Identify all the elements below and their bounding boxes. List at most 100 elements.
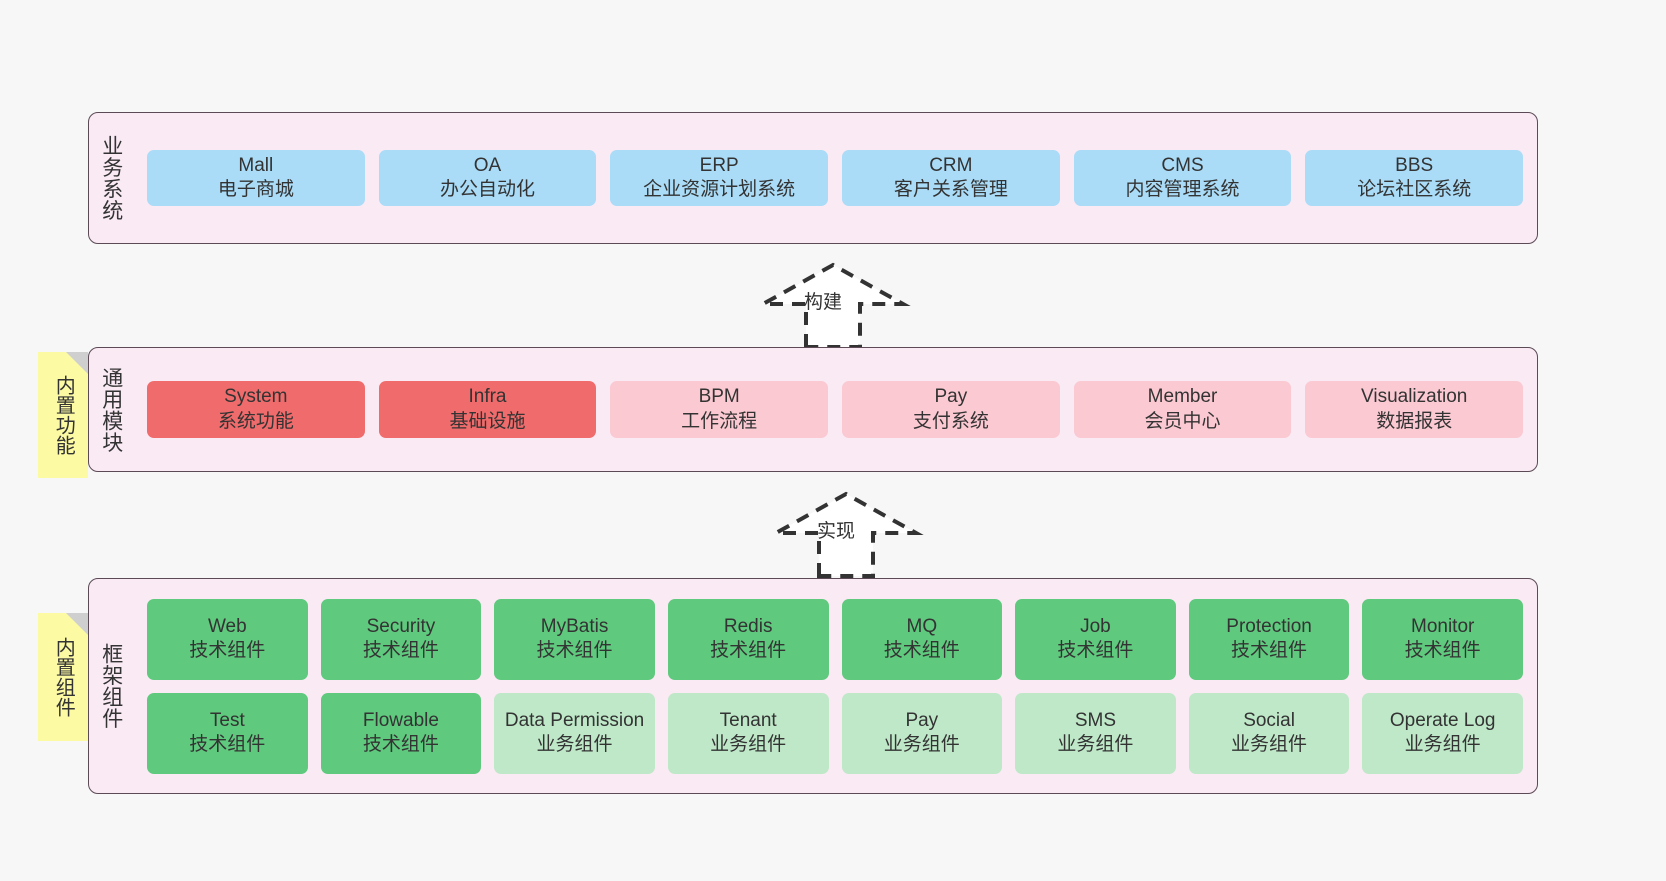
layer-body-common-module: System 系统功能 Infra 基础设施 BPM 工作流程 Pay 支付系统… [133, 348, 1537, 471]
module-card-en-label: Data Permission [504, 709, 645, 731]
module-card-cn-label: 会员中心 [1144, 410, 1221, 432]
module-card-en-label: System [224, 386, 288, 408]
card-row-business-components: Test 技术组件 Flowable 技术组件 Data Permission … [147, 692, 1523, 774]
module-card-cms[interactable]: CMS 内容管理系统 [1073, 149, 1292, 207]
layer-body-business-system: Mall 电子商城 OA 办公自动化 ERP 企业资源计划系统 CRM 客户关系… [133, 113, 1537, 243]
module-card-test[interactable]: Test 技术组件 [147, 692, 308, 774]
module-card-pay-business[interactable]: Pay 业务组件 [841, 692, 1003, 774]
module-card-en-label: CRM [929, 154, 973, 176]
module-card-cn-label: 企业资源计划系统 [643, 179, 796, 200]
implement-arrow-icon [768, 491, 924, 578]
module-card-en-label: Visualization [1361, 386, 1468, 408]
module-card-cn-label: 技术组件 [1057, 640, 1134, 661]
module-card-en-label: BBS [1395, 154, 1434, 176]
module-card-cn-label: 系统功能 [217, 410, 294, 432]
module-card-tenant[interactable]: Tenant 业务组件 [667, 692, 829, 774]
module-card-protection[interactable]: Protection 技术组件 [1188, 598, 1350, 680]
module-card-cn-label: 技术组件 [710, 640, 787, 661]
module-card-web[interactable]: Web 技术组件 [147, 598, 308, 680]
module-card-cn-label: 技术组件 [362, 734, 439, 755]
module-card-job[interactable]: Job 技术组件 [1015, 598, 1176, 680]
module-card-redis[interactable]: Redis 技术组件 [667, 598, 829, 680]
module-card-visualization[interactable]: Visualization 数据报表 [1305, 381, 1524, 438]
module-card-en-label: Tenant [719, 709, 777, 731]
module-card-cn-label: 业务组件 [883, 734, 960, 755]
card-row-technical-components: Web 技术组件 Security 技术组件 MyBatis 技术组件 Redi… [147, 598, 1523, 680]
module-card-en-label: Job [1080, 615, 1111, 637]
module-card-en-label: SMS [1074, 709, 1117, 731]
module-card-en-label: Redis [723, 615, 773, 637]
module-card-en-label: MQ [906, 615, 938, 637]
sticky-note-builtin-component: 内置组件 [38, 613, 88, 741]
note-fold-corner-icon [66, 613, 88, 635]
layer-title-framework-component: 框架组件 [99, 643, 123, 729]
layer-title-common-module: 通用模块 [99, 366, 123, 453]
module-card-flowable[interactable]: Flowable 技术组件 [320, 692, 482, 774]
module-card-en-label: Security [366, 615, 436, 637]
module-card-monitor[interactable]: Monitor 技术组件 [1362, 598, 1523, 680]
module-card-cn-label: 业务组件 [1057, 734, 1134, 755]
module-card-crm[interactable]: CRM 客户关系管理 [842, 149, 1060, 207]
connector-build: 构建 [755, 262, 911, 349]
module-card-mall[interactable]: Mall 电子商城 [147, 149, 365, 207]
module-card-cn-label: 技术组件 [189, 734, 266, 755]
module-card-en-label: Pay [934, 386, 968, 408]
layer-business-system: 业务系统 Mall 电子商城 OA 办公自动化 ERP 企业资源计划系统 CRM… [88, 112, 1538, 244]
module-card-erp[interactable]: ERP 企业资源计划系统 [610, 149, 829, 207]
module-card-cn-label: 技术组件 [1404, 640, 1481, 661]
module-card-bbs[interactable]: BBS 论坛社区系统 [1305, 149, 1524, 207]
module-card-en-label: CMS [1161, 154, 1204, 176]
module-card-bpm[interactable]: BPM 工作流程 [610, 381, 829, 438]
module-card-system[interactable]: System 系统功能 [147, 381, 365, 438]
module-card-en-label: BPM [698, 386, 740, 408]
module-card-operate-log[interactable]: Operate Log 业务组件 [1362, 692, 1523, 774]
module-card-cn-label: 技术组件 [883, 640, 960, 661]
module-card-en-label: Social [1243, 709, 1295, 731]
module-card-oa[interactable]: OA 办公自动化 [378, 149, 597, 207]
module-card-cn-label: 业务组件 [1231, 734, 1308, 755]
module-card-cn-label: 技术组件 [1231, 640, 1308, 661]
connector-implement: 实现 [768, 491, 924, 578]
module-card-cn-label: 电子商城 [217, 179, 294, 200]
module-card-mybatis[interactable]: MyBatis 技术组件 [494, 598, 655, 680]
module-card-cn-label: 论坛社区系统 [1357, 179, 1472, 200]
note-fold-corner-icon [66, 352, 88, 374]
module-card-sms[interactable]: SMS 业务组件 [1015, 692, 1176, 774]
module-card-data-permission[interactable]: Data Permission 业务组件 [494, 692, 655, 774]
layer-body-framework-component: Web 技术组件 Security 技术组件 MyBatis 技术组件 Redi… [133, 579, 1537, 793]
module-card-en-label: Protection [1226, 615, 1312, 637]
module-card-en-label: Web [207, 615, 247, 637]
module-card-en-label: Test [209, 709, 245, 731]
layer-title-business-system: 业务系统 [99, 135, 123, 221]
module-card-cn-label: 基础设施 [449, 410, 526, 432]
module-card-cn-label: 内容管理系统 [1125, 179, 1240, 200]
module-card-cn-label: 技术组件 [189, 640, 266, 661]
module-card-en-label: Pay [905, 709, 939, 731]
connector-implement-label: 实现 [817, 521, 856, 542]
module-card-security[interactable]: Security 技术组件 [320, 598, 482, 680]
sticky-note-label: 内置功能 [52, 375, 75, 455]
module-card-social[interactable]: Social 业务组件 [1188, 692, 1350, 774]
module-card-en-label: Flowable [362, 709, 439, 731]
module-card-cn-label: 客户关系管理 [893, 179, 1008, 200]
module-card-mq[interactable]: MQ 技术组件 [841, 598, 1003, 680]
build-arrow-icon [755, 262, 911, 349]
module-card-en-label: MyBatis [540, 615, 609, 637]
sticky-note-builtin-function: 内置功能 [38, 352, 88, 478]
module-card-pay[interactable]: Pay 支付系统 [842, 381, 1060, 438]
module-card-infra[interactable]: Infra 基础设施 [378, 381, 597, 438]
module-card-cn-label: 业务组件 [710, 734, 787, 755]
connector-build-label: 构建 [804, 292, 843, 313]
sticky-note-label: 内置组件 [52, 637, 75, 717]
card-row-common: System 系统功能 Infra 基础设施 BPM 工作流程 Pay 支付系统… [147, 381, 1524, 438]
module-card-member[interactable]: Member 会员中心 [1073, 381, 1292, 438]
module-card-cn-label: 支付系统 [912, 410, 989, 432]
module-card-cn-label: 技术组件 [536, 640, 613, 661]
module-card-en-label: ERP [699, 154, 739, 176]
module-card-en-label: Mall [238, 154, 274, 176]
layer-common-module: 通用模块 System 系统功能 Infra 基础设施 BPM 工作流程 Pay… [88, 347, 1538, 472]
module-card-cn-label: 数据报表 [1376, 410, 1453, 432]
module-card-en-label: OA [473, 154, 502, 176]
module-card-cn-label: 业务组件 [536, 734, 613, 755]
